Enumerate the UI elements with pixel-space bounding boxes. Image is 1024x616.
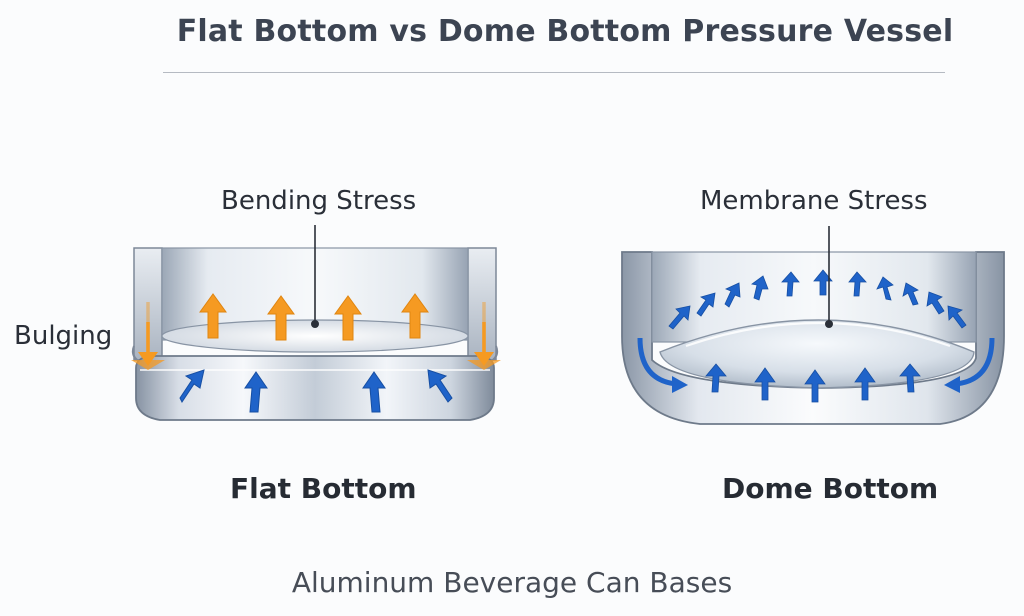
blue-arrow — [781, 271, 800, 297]
bending-stress-arrows — [199, 293, 429, 341]
blue-arrow — [179, 369, 205, 403]
blue-arrow — [854, 367, 876, 401]
blue-arrow — [751, 275, 769, 301]
corner-flow-arrows — [637, 337, 995, 393]
orange-arrow — [199, 293, 227, 339]
blue-arrow — [813, 269, 833, 296]
blue-arrow — [804, 369, 826, 403]
blue-arrow — [668, 305, 691, 330]
membrane-arc-arrows — [668, 269, 967, 330]
blue-arrow — [848, 271, 867, 297]
blue-arrow — [427, 369, 453, 403]
blue-arrow — [362, 371, 386, 413]
curved-arrow-right — [955, 337, 995, 387]
orange-arrow — [267, 295, 295, 341]
bending-stress-label: Bending Stress — [221, 186, 417, 216]
membrane-leader-dot — [825, 320, 833, 328]
bulging-arrowhead — [474, 352, 494, 366]
orange-arrow — [334, 295, 362, 341]
title-divider — [163, 72, 945, 73]
blue-arrow — [696, 292, 716, 317]
flat-bottom-vessel — [131, 225, 501, 421]
flat-bottom-caption: Flat Bottom — [230, 472, 417, 505]
dome-bottom-caption: Dome Bottom — [722, 472, 939, 505]
flat-right-wall — [467, 247, 497, 361]
curved-arrow-left — [637, 337, 677, 387]
bulging-label: Bulging — [14, 321, 113, 351]
blue-arrow — [926, 291, 945, 315]
blue-arrow — [947, 305, 967, 329]
blue-arrow — [705, 363, 727, 393]
flat-pressure-arrows — [179, 369, 453, 413]
blue-arrow — [876, 276, 894, 301]
blue-arrow — [244, 371, 268, 413]
dome-pressure-arrows — [705, 363, 921, 403]
membrane-stress-label: Membrane Stress — [700, 186, 928, 216]
diagram-title: Flat Bottom vs Dome Bottom Pressure Vess… — [176, 14, 954, 49]
footer-caption: Aluminum Beverage Can Bases — [291, 566, 733, 599]
blue-arrow — [754, 367, 776, 401]
orange-arrow — [401, 293, 429, 339]
blue-arrow — [724, 282, 741, 308]
dome-bottom-vessel — [621, 226, 1005, 425]
blue-arrow — [899, 363, 921, 393]
bending-leader-dot — [311, 320, 319, 328]
blue-arrow — [902, 282, 919, 306]
bulging-arrowhead — [138, 352, 158, 366]
